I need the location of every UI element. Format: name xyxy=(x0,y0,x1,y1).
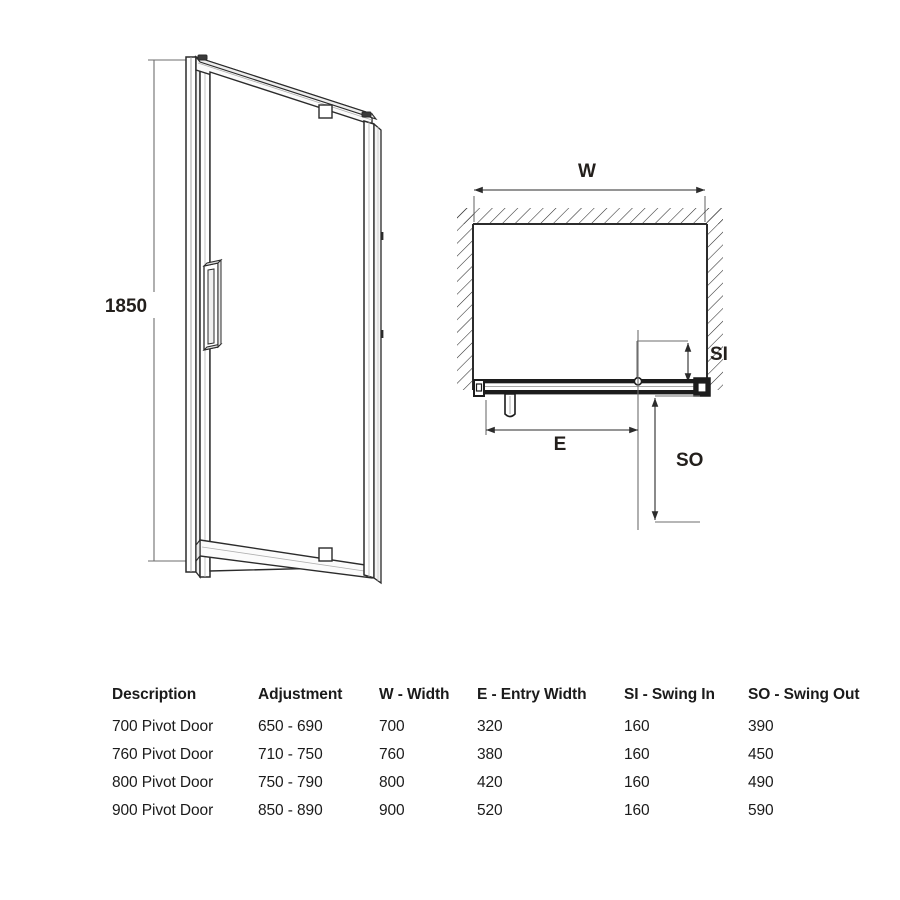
table-row: 760 Pivot Door 710 - 750 760 380 160 450 xyxy=(112,741,892,769)
cell-entry-width: 380 xyxy=(477,746,503,763)
entry-width-dimension-label: E xyxy=(554,434,567,455)
cell-entry-width: 420 xyxy=(477,774,503,791)
cell-description: 760 Pivot Door xyxy=(112,746,214,763)
column-header-description: Description xyxy=(112,686,197,703)
plan-view: W SI xyxy=(457,161,728,530)
door-stile-right xyxy=(363,119,384,585)
pivot-housing xyxy=(693,377,711,397)
door-handle xyxy=(202,258,223,351)
table-row: 900 Pivot Door 850 - 890 900 520 160 590 xyxy=(112,797,892,825)
elevation-view: 1850 xyxy=(105,54,384,585)
cell-width: 700 xyxy=(379,718,405,735)
swing-out-dimension-label: SO xyxy=(676,450,703,471)
cell-swing-in: 160 xyxy=(624,802,650,819)
swing-out-dimension xyxy=(651,395,700,523)
height-dimension-label: 1850 xyxy=(105,296,147,317)
cell-width: 900 xyxy=(379,802,405,819)
cell-swing-out: 590 xyxy=(748,802,774,819)
cell-swing-out: 390 xyxy=(748,718,774,735)
column-header-entry-width: E - Entry Width xyxy=(477,686,587,703)
cell-adjustment: 710 - 750 xyxy=(258,746,323,763)
column-header-swing-in: SI - Swing In xyxy=(624,686,715,703)
cell-swing-in: 160 xyxy=(624,746,650,763)
door-hinge-bracket-bottom xyxy=(318,547,333,562)
height-dimension xyxy=(148,59,192,562)
spec-table-element: Description Adjustment W - Width E - Ent… xyxy=(112,686,892,825)
cell-description: 900 Pivot Door xyxy=(112,802,214,819)
wall-hatching xyxy=(457,208,723,390)
cell-description: 700 Pivot Door xyxy=(112,718,214,735)
cell-adjustment: 650 - 690 xyxy=(258,718,323,735)
table-header-row: Description Adjustment W - Width E - Ent… xyxy=(112,686,892,713)
width-dimension-label: W xyxy=(578,161,596,182)
cell-swing-out: 490 xyxy=(748,774,774,791)
table-row: 700 Pivot Door 650 - 690 700 320 160 390 xyxy=(112,713,892,741)
door-leaf-plan xyxy=(473,376,711,418)
specification-table: Description Adjustment W - Width E - Ent… xyxy=(112,686,892,825)
wall-mounting-profile xyxy=(185,55,201,579)
swing-in-dimension xyxy=(636,340,692,383)
cell-swing-in: 160 xyxy=(624,718,650,735)
glass-door-panel xyxy=(209,71,368,572)
swing-in-dimension-label: SI xyxy=(710,344,728,365)
cell-swing-out: 450 xyxy=(748,746,774,763)
top-fixing-caps xyxy=(197,54,372,118)
cell-adjustment: 750 - 790 xyxy=(258,774,323,791)
column-header-adjustment: Adjustment xyxy=(258,686,343,703)
handle-plan xyxy=(504,393,516,418)
cell-swing-in: 160 xyxy=(624,774,650,791)
table-row: 800 Pivot Door 750 - 790 800 420 160 490 xyxy=(112,769,892,797)
cell-description: 800 Pivot Door xyxy=(112,774,214,791)
cell-adjustment: 850 - 890 xyxy=(258,802,323,819)
entry-width-dimension xyxy=(485,400,638,435)
cell-entry-width: 520 xyxy=(477,802,503,819)
door-hinge-bracket-top xyxy=(318,104,333,119)
cell-width: 800 xyxy=(379,774,405,791)
column-header-swing-out: SO - Swing Out xyxy=(748,686,860,703)
cell-width: 760 xyxy=(379,746,405,763)
door-leaf-left-cap xyxy=(473,379,485,397)
cell-entry-width: 320 xyxy=(477,718,503,735)
column-header-width: W - Width xyxy=(379,686,450,703)
